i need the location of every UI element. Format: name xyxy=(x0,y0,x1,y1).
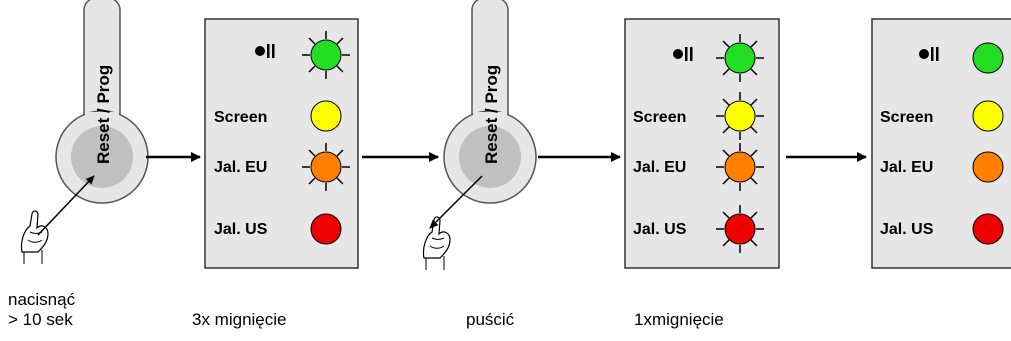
led-red xyxy=(724,213,756,245)
status-panel-3: Screen Jal. EU Jal. US xyxy=(871,18,1011,269)
led-green xyxy=(972,42,1004,74)
led-red xyxy=(310,213,342,245)
label-jal-us: Jal. US xyxy=(880,221,934,238)
hand-icon xyxy=(422,216,451,271)
caption-press-line1: nacisnąć xyxy=(8,290,76,309)
led-yellow xyxy=(972,100,1004,132)
caption-release: puścić xyxy=(466,310,515,329)
reset-prog-button-1: Reset / Prog xyxy=(55,0,149,204)
led-green xyxy=(724,42,756,74)
led-yellow xyxy=(724,100,756,132)
caption-blink3: 3x mignięcie xyxy=(192,310,287,329)
label-screen: Screen xyxy=(214,109,267,126)
button-label: Reset / Prog xyxy=(94,65,113,164)
status-panel-1: Screen Jal. EU Jal. US xyxy=(204,18,359,269)
label-jal-eu: Jal. EU xyxy=(880,159,933,176)
led-orange xyxy=(310,151,342,183)
caption-press: nacisnąć > 10 sek xyxy=(8,290,75,330)
hand-icon xyxy=(20,210,49,265)
button-label: Reset / Prog xyxy=(482,65,501,164)
caption-blink1: 1xmignięcie xyxy=(634,310,724,329)
led-yellow xyxy=(310,100,342,132)
led-green xyxy=(310,39,342,71)
label-jal-eu: Jal. EU xyxy=(214,159,267,176)
label-jal-us: Jal. US xyxy=(214,221,268,238)
caption-press-line2: > 10 sek xyxy=(8,310,73,329)
release-arrow-icon xyxy=(429,175,483,229)
label-jal-us: Jal. US xyxy=(633,221,687,238)
label-screen: Screen xyxy=(880,109,933,126)
label-jal-eu: Jal. EU xyxy=(633,159,686,176)
led-orange xyxy=(972,151,1004,183)
press-arrow-icon xyxy=(37,175,95,236)
label-screen: Screen xyxy=(633,109,686,126)
led-red xyxy=(972,213,1004,245)
led-orange xyxy=(724,151,756,183)
reset-prog-button-2: Reset / Prog xyxy=(443,0,537,204)
status-panel-2: Screen Jal. EU Jal. US xyxy=(624,18,780,269)
